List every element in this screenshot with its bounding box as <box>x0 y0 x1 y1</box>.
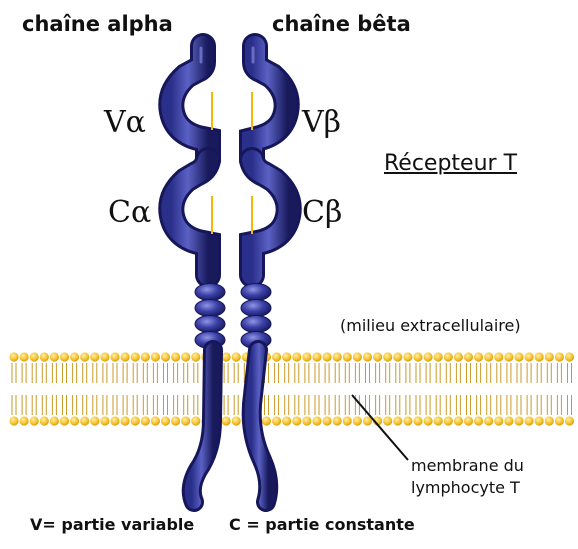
beta-connecting-beads <box>241 284 271 349</box>
beta-variable-domain <box>252 46 287 160</box>
extracellular-label: (milieu extracellulaire) <box>340 318 521 334</box>
c-beta-label: Cβ <box>302 198 342 228</box>
lipid-heads <box>9 352 574 425</box>
membrane-label-line1: membrane du <box>411 458 524 474</box>
legend-variable: V= partie variable <box>30 517 194 533</box>
lipid-tails <box>12 363 572 415</box>
beta-chain <box>241 46 289 502</box>
c-alpha-label: Cα <box>108 198 151 228</box>
beta-transmembrane-tail <box>252 350 269 502</box>
membrane-bilayer <box>9 352 574 425</box>
beta-chain-label: chaîne bêta <box>272 14 411 35</box>
v-beta-label: Vβ <box>302 108 341 138</box>
alpha-transmembrane-tail <box>192 350 213 502</box>
alpha-chain-label: chaîne alpha <box>22 14 173 35</box>
v-alpha-label: Vα <box>104 108 146 138</box>
page-title: Récepteur T <box>384 153 517 175</box>
beta-constant-domain <box>252 160 289 275</box>
alpha-connecting-beads <box>195 284 225 349</box>
alpha-variable-domain <box>171 46 208 160</box>
alpha-chain <box>171 46 225 502</box>
membrane-label-line2: lymphocyte T <box>411 480 520 496</box>
alpha-constant-domain <box>171 160 208 275</box>
legend-constant: C = partie constante <box>229 517 415 533</box>
